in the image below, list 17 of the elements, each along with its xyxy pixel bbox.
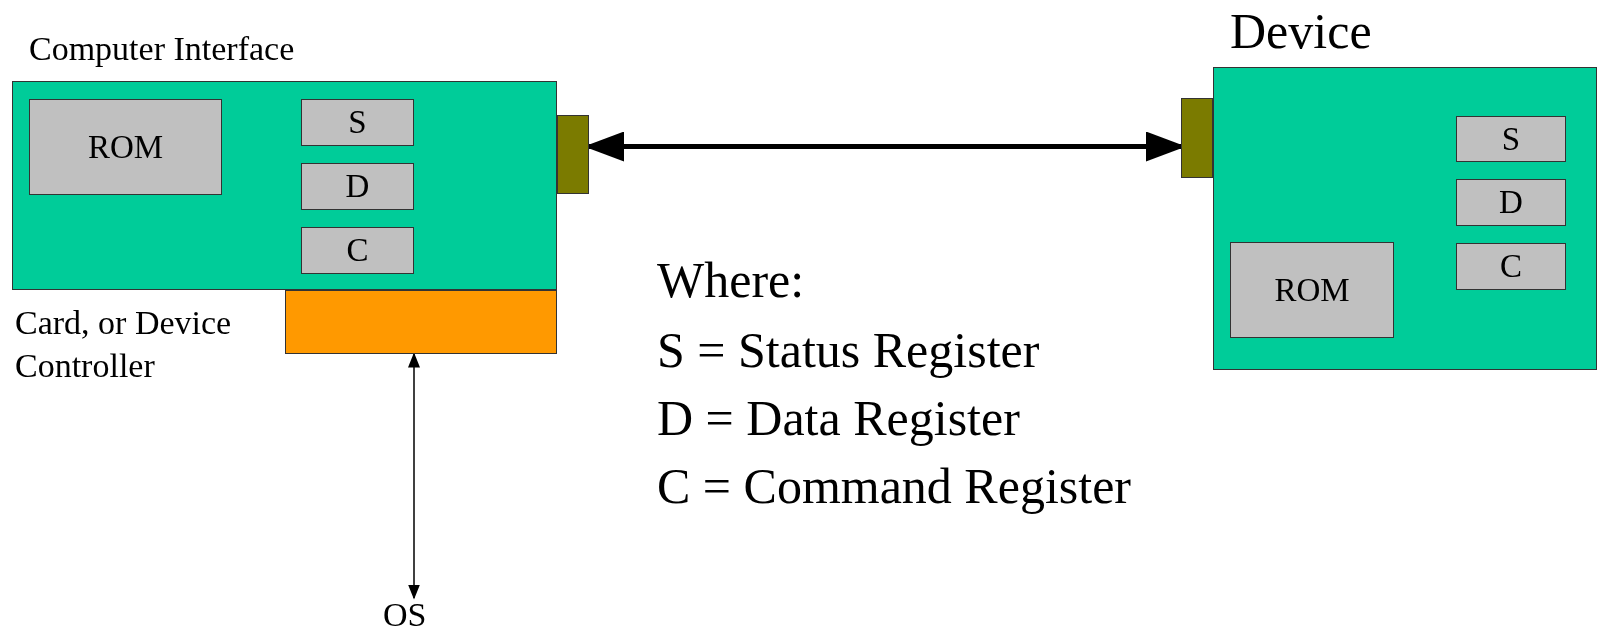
connector-block: [557, 115, 589, 194]
os-label: OS: [383, 598, 445, 638]
connector-block: [1181, 98, 1213, 178]
bus-connector: [285, 290, 557, 354]
legend-heading: Where:: [657, 255, 805, 305]
register-box: S: [1456, 116, 1566, 162]
register-box: D: [301, 163, 414, 210]
register-box: D: [1456, 179, 1566, 226]
board-caption: Card, or Device Controller: [15, 303, 233, 386]
board-title: Computer Interface: [29, 32, 295, 66]
double-arrow: [408, 352, 420, 600]
register-box: C: [301, 227, 414, 274]
register-box: C: [1456, 243, 1566, 290]
register-box: S: [301, 99, 414, 146]
rom-chip: ROM: [29, 99, 222, 195]
device-title: Device: [1230, 6, 1372, 56]
rom-chip: ROM: [1230, 242, 1394, 338]
